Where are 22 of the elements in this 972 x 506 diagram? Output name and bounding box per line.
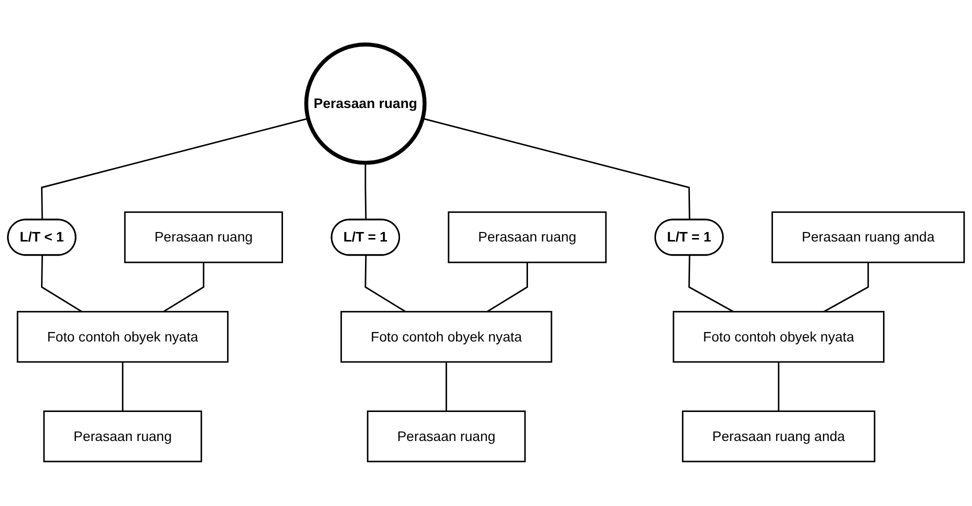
connector xyxy=(122,362,124,412)
node-box: Foto contoh obyek nyata xyxy=(340,310,552,363)
connector xyxy=(163,262,204,312)
node-box: Perasaan ruang xyxy=(448,211,607,264)
connector xyxy=(364,162,367,220)
node-box: Perasaan ruang xyxy=(366,410,526,462)
connector xyxy=(778,362,780,412)
node-box: Perasaan ruang anda xyxy=(682,410,876,462)
connector xyxy=(446,362,448,412)
node-box: Perasaan ruang anda xyxy=(771,211,965,264)
node-circle: Perasaan ruang xyxy=(304,42,427,165)
node-box: Foto contoh obyek nyata xyxy=(16,310,229,363)
connector xyxy=(41,255,82,312)
node-box: Perasaan ruang xyxy=(124,211,283,264)
connector xyxy=(486,262,528,312)
node-box: Foto contoh obyek nyata xyxy=(672,310,884,363)
connector xyxy=(688,255,734,312)
connector xyxy=(823,262,869,312)
node-box: Perasaan ruang xyxy=(43,410,202,462)
connector xyxy=(41,118,308,220)
connector xyxy=(422,118,690,220)
connector xyxy=(364,255,406,312)
